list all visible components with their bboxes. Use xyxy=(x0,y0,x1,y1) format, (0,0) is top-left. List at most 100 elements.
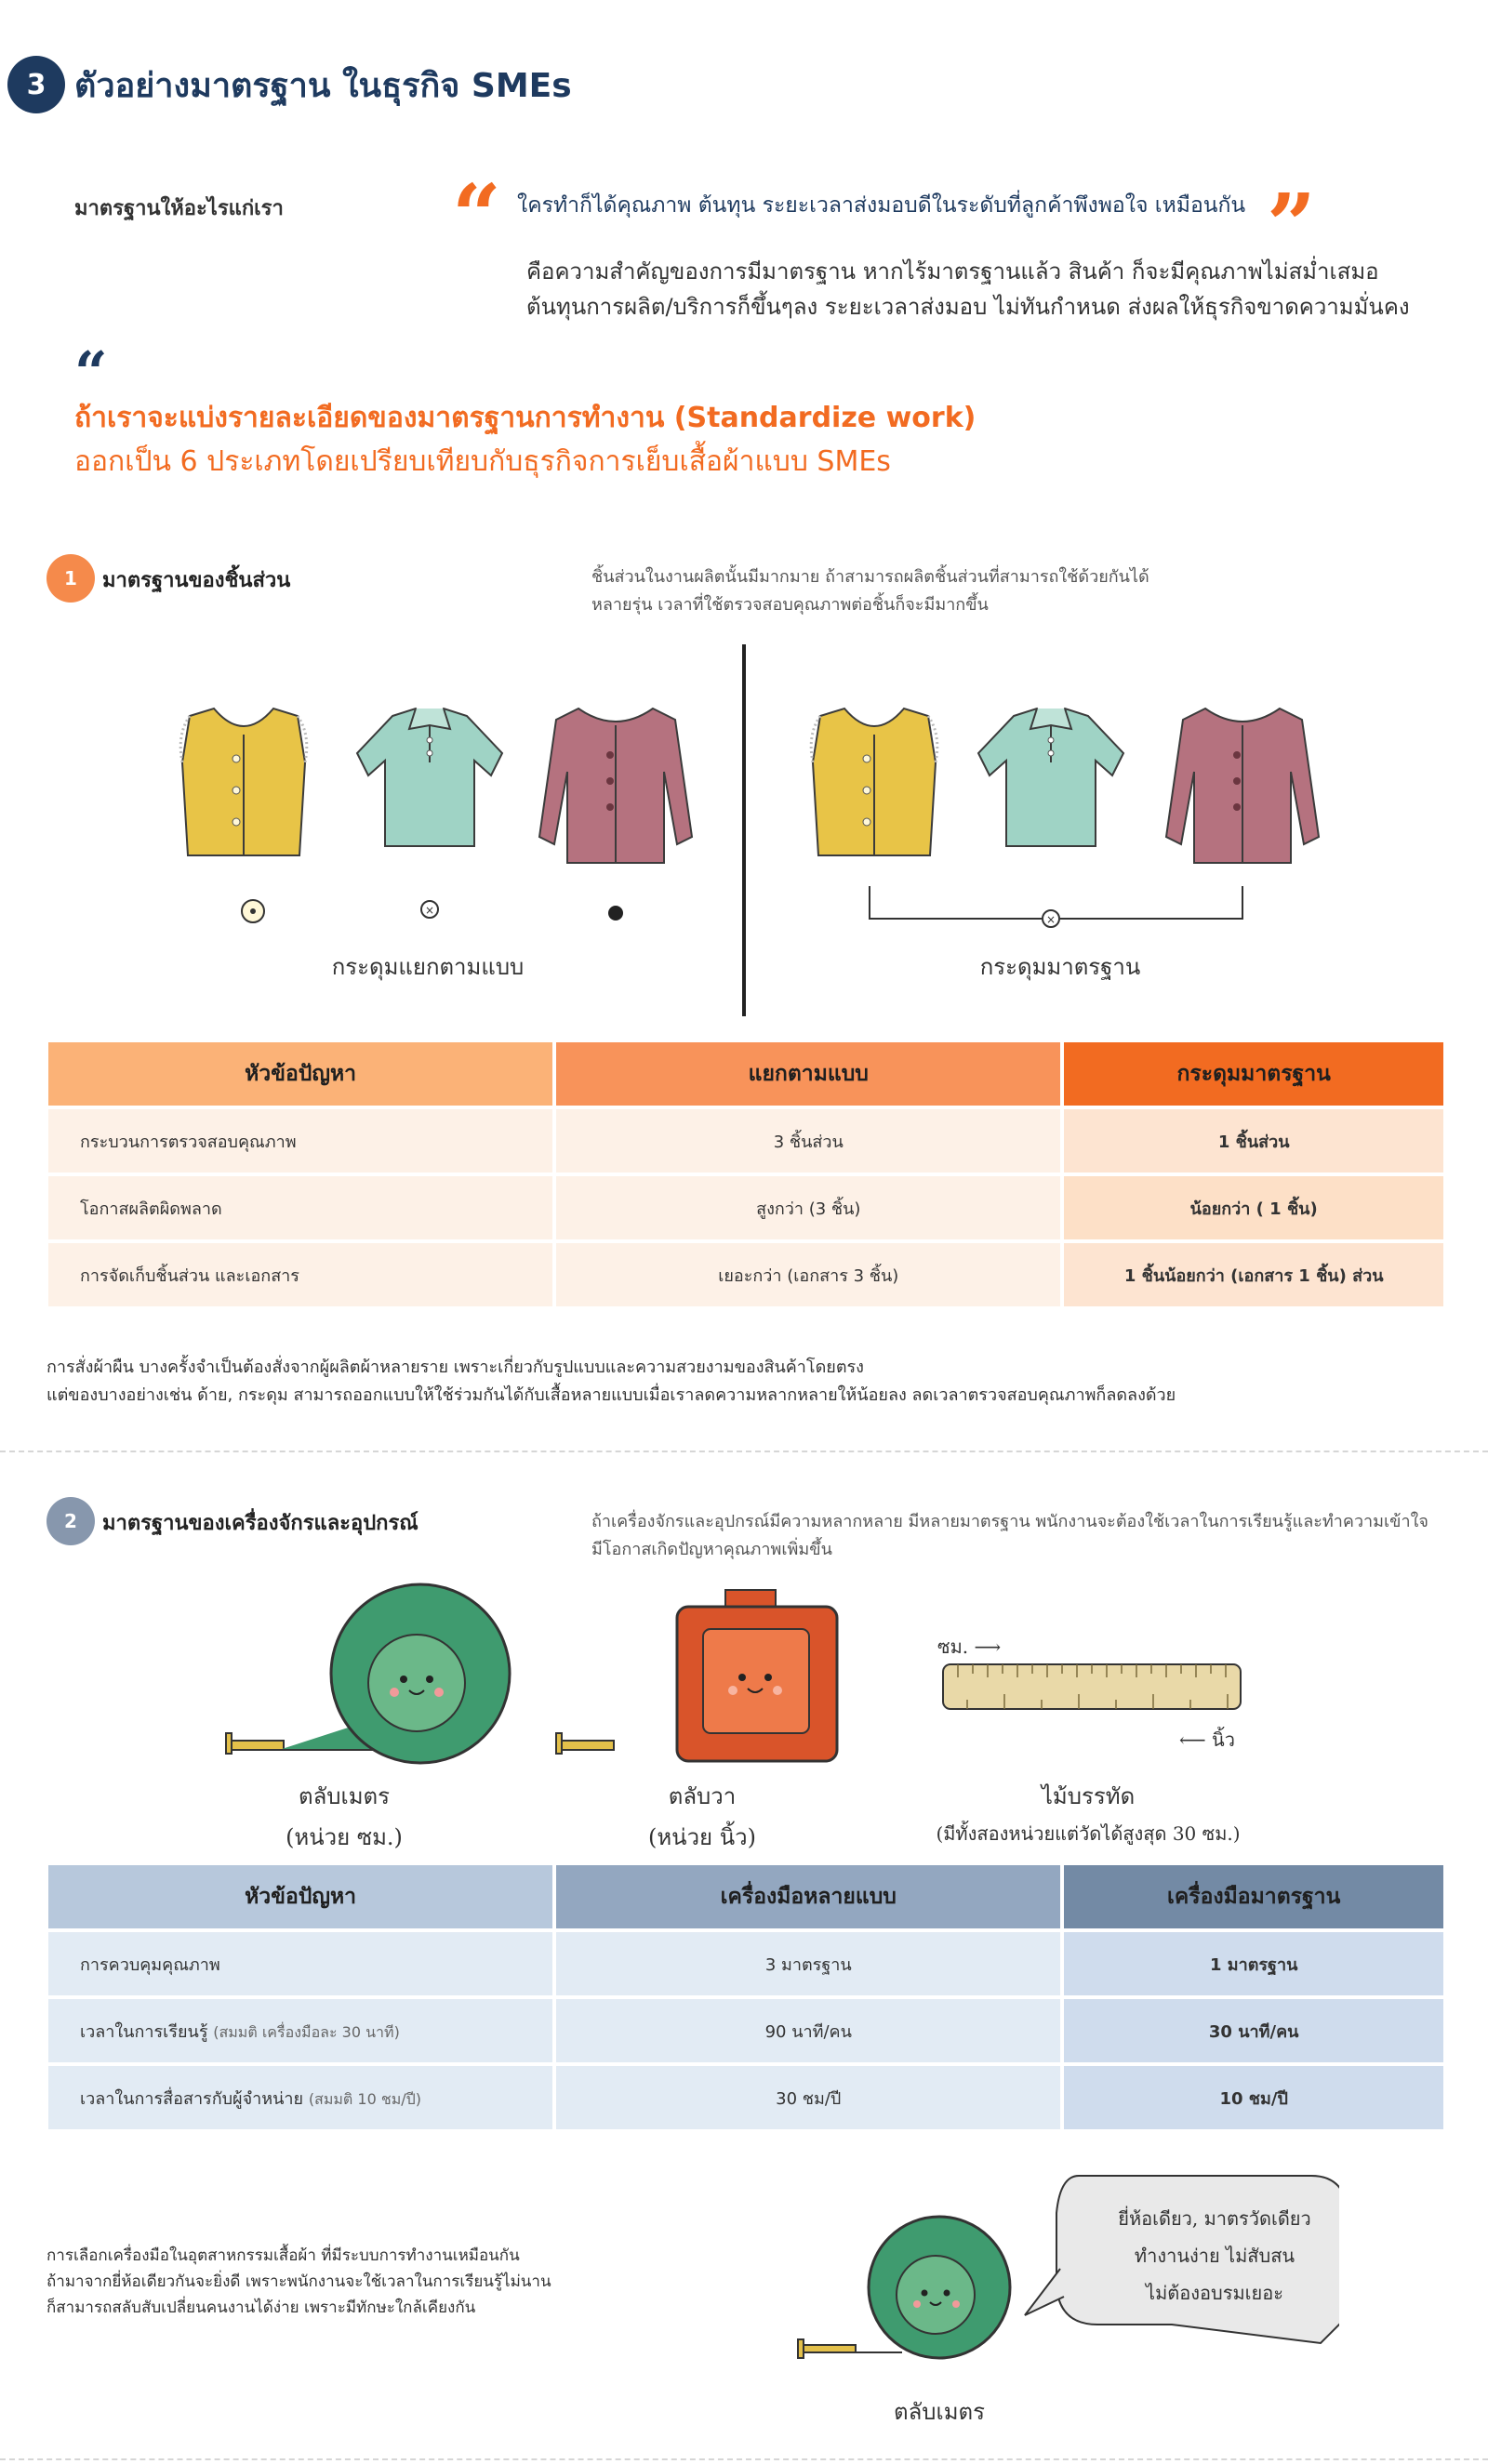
section2-description: ถ้าเครื่องจักรและอุปกรณ์มีความหลากหลาย ม… xyxy=(591,1508,1428,1564)
mint-polo-shirt-icon xyxy=(356,708,503,847)
intro-body-line: คือความสำคัญของการมีมาตรฐาน หากไร้มาตรฐา… xyxy=(526,258,1379,285)
yellow-vest-icon xyxy=(179,707,309,857)
close-quote-icon: ” xyxy=(1267,175,1316,275)
table-row: เวลาในการสื่อสารกับผู้จำหน่าย (สมมติ 10 … xyxy=(48,2066,1443,2129)
section1-desc-line: ชิ้นส่วนในงานผลิตนั้นมีมากมาย ถ้าสามารถผ… xyxy=(591,567,1149,587)
section-divider xyxy=(0,1451,1488,1452)
table-cell: 1 มาตรฐาน xyxy=(1064,1932,1443,1995)
mauve-cardigan-icon xyxy=(1165,708,1320,864)
table-cell: 3 มาตรฐาน xyxy=(556,1932,1061,1995)
row-topic: เวลาในการเรียนรู้ xyxy=(80,2021,208,2042)
table-header-row: หัวข้อปัญหา เครื่องมือหลายแบบ เครื่องมือ… xyxy=(48,1865,1443,1928)
section-divider xyxy=(0,2458,1488,2460)
orange-tape-measure-icon xyxy=(555,1589,839,1763)
table-cell: 3 ชิ้นส่วน xyxy=(556,1109,1061,1172)
table-header-row: หัวข้อปัญหา แยกตามแบบ กระดุมมาตรฐาน xyxy=(48,1042,1443,1106)
intro-quote: ใครทำก็ได้คุณภาพ ต้นทุน ระยะเวลาส่งมอบดี… xyxy=(517,193,1246,218)
table-row: โอกาสผลิตผิดพลาด สูงกว่า (3 ชิ้น) น้อยกว… xyxy=(48,1176,1443,1239)
table-cell: เวลาในการเรียนรู้ (สมมติ เครื่องมือละ 30… xyxy=(48,1999,553,2062)
table-header: กระดุมมาตรฐาน xyxy=(1064,1042,1443,1106)
table-row: การจัดเก็บชิ้นส่วน และเอกสาร เยอะกว่า (เ… xyxy=(48,1243,1443,1306)
quote-mark-icon: “ xyxy=(74,338,108,406)
table-cell: การจัดเก็บชิ้นส่วน และเอกสาร xyxy=(48,1243,553,1306)
table-cell: 30 ชม/ปี xyxy=(556,2066,1061,2129)
section1-number: 1 xyxy=(46,554,95,603)
ruler-inch-label: ⟵ นิ้ว xyxy=(1179,1729,1235,1751)
table-cell: 30 นาที/คน xyxy=(1064,1999,1443,2062)
standard-buttons-caption: กระดุมมาตรฐาน xyxy=(979,954,1141,980)
section2-note-line: ถ้ามาจากยี่ห้อเดียวกันจะยิ่งดี เพราะพนัก… xyxy=(46,2272,551,2291)
table-header: เครื่องมือหลายแบบ xyxy=(556,1865,1061,1928)
mint-polo-shirt-icon xyxy=(977,708,1124,847)
table-row: กระบวนการตรวจสอบคุณภาพ 3 ชิ้นส่วน 1 ชิ้น… xyxy=(48,1109,1443,1172)
intro-label: มาตรฐานให้อะไรแก่เรา xyxy=(74,197,284,220)
section2-number: 2 xyxy=(46,1497,95,1545)
tool-unit: (หน่วย นิ้ว) xyxy=(647,1824,756,1850)
section1-note-line: แต่ของบางอย่างเช่น ด้าย, กระดุม สามารถออ… xyxy=(46,1385,1176,1405)
section2-desc-line: ถ้าเครื่องจักรและอุปกรณ์มีความหลากหลาย ม… xyxy=(591,1512,1428,1531)
table-cell: กระบวนการตรวจสอบคุณภาพ xyxy=(48,1109,553,1172)
vertical-divider xyxy=(742,644,746,1016)
table-cell: เยอะกว่า (เอกสาร 3 ชิ้น) xyxy=(556,1243,1061,1306)
table-row: การควบคุมคุณภาพ 3 มาตรฐาน 1 มาตรฐาน xyxy=(48,1932,1443,1995)
table-row: เวลาในการเรียนรู้ (สมมติ เครื่องมือละ 30… xyxy=(48,1999,1443,2062)
table-cell: สูงกว่า (3 ชิ้น) xyxy=(556,1176,1061,1239)
yellow-vest-icon xyxy=(809,707,939,857)
row-topic: การควบคุมคุณภาพ xyxy=(80,1954,220,1975)
mascot-caption: ตลับเมตร xyxy=(893,2399,986,2425)
table-header: เครื่องมือมาตรฐาน xyxy=(1064,1865,1443,1928)
row-topic: เวลาในการสื่อสารกับผู้จำหน่าย xyxy=(80,2088,304,2109)
table-cell: น้อยกว่า ( 1 ชิ้น) xyxy=(1064,1176,1443,1239)
intro-body: คือความสำคัญของการมีมาตรฐาน หากไร้มาตรฐา… xyxy=(526,254,1456,325)
table-cell: การควบคุมคุณภาพ xyxy=(48,1932,553,1995)
tool-unit: (หน่วย ซม.) xyxy=(286,1824,403,1850)
green-tape-measure-icon xyxy=(225,1583,512,1765)
section2-desc-line: มีโอกาสเกิดปัญหาคุณภาพเพิ่มขึ้น xyxy=(591,1540,832,1559)
parts-comparison-table: หัวข้อปัญหา แยกตามแบบ กระดุมมาตรฐาน กระบ… xyxy=(45,1039,1447,1310)
bubble-line: ทำงานง่าย ไม่สับสน xyxy=(1134,2245,1295,2267)
standardize-heading: ถ้าเราจะแบ่งรายละเอียดของมาตรฐานการทำงาน… xyxy=(74,402,976,434)
open-quote-icon: “ xyxy=(452,166,501,266)
section2-note-line: ก็สามารถสลับสับเปลี่ยนคนงานได้ง่าย เพราะ… xyxy=(46,2298,476,2317)
table-cell: 1 ชิ้นส่วน xyxy=(1064,1109,1443,1172)
mascot-illustration xyxy=(797,2175,1339,2360)
tools-comparison-table: หัวข้อปัญหา เครื่องมือหลายแบบ เครื่องมือ… xyxy=(45,1861,1447,2133)
section1-description: ชิ้นส่วนในงานผลิตนั้นมีมากมาย ถ้าสามารถผ… xyxy=(591,563,1149,619)
svg-text:×: × xyxy=(425,904,434,917)
table-cell: 90 นาที/คน xyxy=(556,1999,1061,2062)
flower-button-icon xyxy=(241,899,265,923)
tools-illustration xyxy=(225,1583,1242,1765)
section1-note: การสั่งผ้าผืน บางครั้งจำเป็นต้องสั่งจากผ… xyxy=(46,1354,1176,1410)
section2-title: มาตรฐานของเครื่องจักรและอุปกรณ์ xyxy=(102,1512,418,1535)
table-header: แยกตามแบบ xyxy=(556,1042,1061,1106)
section2-note-line: การเลือกเครื่องมือในอุตสาหกรรมเสื้อผ้า ท… xyxy=(46,2246,520,2265)
round-button-icon: × xyxy=(420,900,439,919)
table-header: หัวข้อปัญหา xyxy=(48,1042,553,1106)
table-header: หัวข้อปัญหา xyxy=(48,1865,553,1928)
standard-button-icon: × xyxy=(1042,909,1060,928)
bubble-line: ยี่ห้อเดียว, มาตรวัดเดียว xyxy=(1118,2207,1311,2230)
separate-buttons-caption: กระดุมแยกตามแบบ xyxy=(331,954,525,980)
green-tape-measure-mascot-icon xyxy=(797,2215,1012,2360)
mauve-cardigan-icon xyxy=(538,708,693,864)
speech-bubble-icon xyxy=(1024,2175,1339,2345)
bracket-line xyxy=(869,886,1243,920)
section2-note: การเลือกเครื่องมือในอุตสาหกรรมเสื้อผ้า ท… xyxy=(46,2243,551,2321)
table-cell: 10 ชม/ปี xyxy=(1064,2066,1443,2129)
svg-text:×: × xyxy=(1046,913,1056,926)
table-cell: เวลาในการสื่อสารกับผู้จำหน่าย (สมมติ 10 … xyxy=(48,2066,553,2129)
dark-button-icon xyxy=(608,906,623,921)
ruler-cm-label: ซม. ⟶ xyxy=(937,1636,1002,1658)
table-cell: 1 ชิ้นน้อยกว่า (เอกสาร 1 ชิ้น) ส่วน xyxy=(1064,1243,1443,1306)
ruler-icon xyxy=(942,1663,1242,1710)
speech-bubble-text: ยี่ห้อเดียว, มาตรวัดเดียว ทำงานง่าย ไม่ส… xyxy=(1103,2200,1326,2312)
bubble-line: ไม่ต้องอบรมเยอะ xyxy=(1146,2282,1283,2304)
standardize-subheading: ออกเป็น 6 ประเภทโดยเปรียบเทียบกับธุรกิจก… xyxy=(74,445,891,478)
tool-unit: (มีทั้งสองหน่วยแต่วัดได้สูงสุด 30 ซม.) xyxy=(936,1822,1241,1845)
tool-name: ไม้บรรทัด xyxy=(1041,1783,1136,1809)
tool-name: ตลับเมตร xyxy=(298,1783,391,1809)
section1-title: มาตรฐานของชิ้นส่วน xyxy=(102,569,291,592)
row-note: (สมมติ 10 ชม/ปี) xyxy=(308,2089,422,2108)
section1-desc-line: หลายรุ่น เวลาที่ใช้ตรวจสอบคุณภาพต่อชิ้นก… xyxy=(591,595,989,615)
section-number-badge: 3 xyxy=(7,56,65,113)
